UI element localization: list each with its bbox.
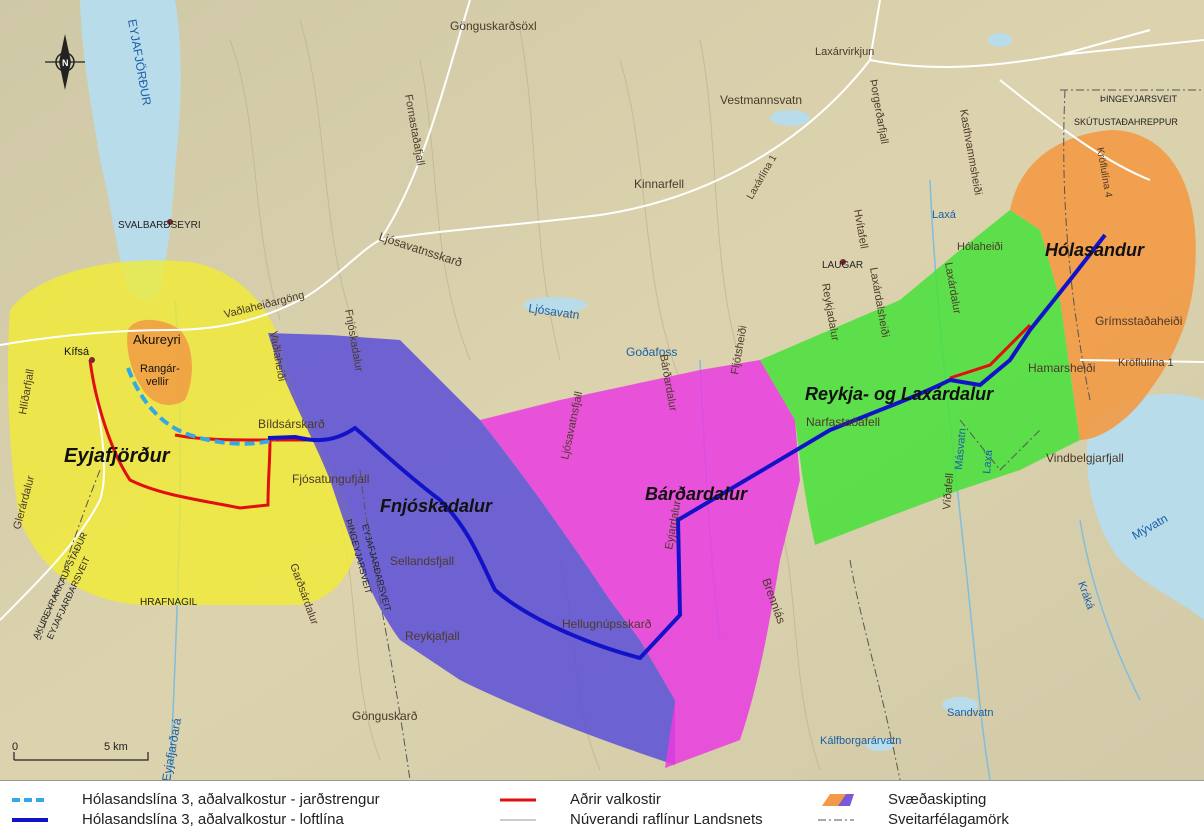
label-godafoss: Goðafoss	[626, 345, 677, 359]
legend-zoning-symbol	[818, 793, 854, 806]
label-laxa-top: Laxá	[932, 209, 957, 221]
existing-power-lines	[0, 0, 1204, 620]
legend-item-overhead: Hólasandslína 3, aðalvalkostur - loftlín…	[12, 809, 344, 829]
label-hamarsheidi: Hamarsheiði	[1028, 361, 1095, 375]
svg-text:N: N	[62, 58, 69, 68]
label-masvatn: Másvatn	[953, 428, 969, 470]
alternative-route-1[interactable]	[88, 359, 272, 510]
svalbardseyri-marker[interactable]	[167, 219, 173, 225]
label-rangarvellir-1: Rangár-	[140, 363, 180, 375]
label-vidafell: Víðafell	[941, 473, 956, 511]
myvatn-water	[1086, 394, 1204, 620]
label-gonguskardsoxl: Gönguskarðsöxl	[450, 19, 537, 33]
legend-item-alternatives: Aðrir valkostir	[500, 789, 661, 809]
legend-item-cable: Hólasandslína 3, aðalvalkostur - jarðstr…	[12, 789, 380, 809]
region-label-eyjafjordur: Eyjafjörður	[64, 445, 171, 467]
fjord-water	[80, 0, 181, 301]
legend-item-existing: Núverandi raflínur Landsnets	[500, 809, 763, 829]
zone-akureyri[interactable]	[127, 319, 192, 405]
legend-existing-label: Núverandi raflínur Landsnets	[570, 810, 763, 828]
region-label-fnjoskadalur: Fnjóskadalur	[380, 496, 493, 516]
laugar-marker[interactable]	[840, 259, 846, 265]
label-vestmannsvatn: Vestmannsvatn	[720, 93, 802, 107]
legend-overhead-symbol	[12, 813, 48, 825]
region-label-holasandur: Hólasandur	[1045, 240, 1145, 260]
label-reykjafjall: Reykjafjall	[405, 629, 460, 643]
zone-bardardalur[interactable]	[480, 360, 800, 768]
label-kroflulina1: Kröflulína 1	[1118, 357, 1174, 369]
zone-reykja[interactable]	[760, 210, 1080, 545]
kifsa-marker[interactable]	[89, 357, 95, 363]
legend-alternatives-label: Aðrir valkostir	[570, 790, 661, 808]
label-grimsstadaheidi: Grímsstaðaheiði	[1095, 314, 1182, 328]
north-arrow-icon: N	[45, 34, 85, 90]
kalfborgararvatn-water	[866, 739, 894, 751]
legend-boundary-label: Sveitarfélagamörk	[888, 810, 1009, 828]
label-sandvatn: Sandvatn	[947, 707, 993, 719]
label-narfastadafell: Narfastaðafell	[806, 415, 880, 429]
label-laxa-bottom: Laxá	[981, 449, 995, 475]
label-vindbelgjarfjall: Vindbelgjarfjall	[1046, 451, 1124, 465]
vestmannsvatn-water	[770, 110, 810, 126]
label-kifsa: Kífsá	[64, 346, 90, 358]
legend-overhead-label: Hólasandslína 3, aðalvalkostur - loftlín…	[82, 810, 344, 828]
legend-zoning-label: Svæðaskipting	[888, 790, 987, 808]
ljosavatn-water	[523, 297, 587, 313]
label-kalfborgararvatn: Kálfborgarárvatn	[820, 735, 901, 747]
sandvatn-water	[942, 697, 978, 713]
scale-bar: 0 5 km	[12, 741, 149, 761]
label-skutustadahreppur: SKÚTUSTAÐAHREPPUR	[1074, 117, 1178, 127]
region-label-bardardalur: Bárðardalur	[645, 484, 748, 504]
legend-existing-symbol	[500, 813, 536, 825]
label-hrafnagil: HRAFNAGIL	[140, 597, 198, 608]
legend-item-boundary: Sveitarfélagamörk	[818, 809, 1009, 829]
legend-boundary-symbol	[818, 813, 854, 825]
label-bildsarskard: Bíldsárskarð	[258, 417, 325, 431]
map-legend: Hólasandslína 3, aðalvalkostur - jarðstr…	[0, 780, 1204, 837]
main-route-cable[interactable]	[126, 367, 276, 446]
legend-cable-label: Hólasandslína 3, aðalvalkostur - jarðstr…	[82, 790, 380, 808]
zone-eyjafjordur[interactable]	[8, 260, 360, 605]
label-thingeyjarsveit-top: ÞINGEYJARSVEIT	[1100, 94, 1178, 104]
label-laxarvirkjun: Laxárvirkjun	[815, 46, 874, 58]
scale-label: 5 km	[104, 741, 128, 753]
label-sellandsfjall: Sellandsfjall	[390, 554, 454, 568]
zone-holasandur[interactable]	[1010, 130, 1196, 440]
legend-cable-symbol	[12, 793, 48, 805]
label-holaheidi: Hólaheiði	[957, 241, 1003, 253]
small-lake-1	[988, 33, 1012, 47]
scale-zero: 0	[12, 741, 18, 753]
label-fjosatungufjall: Fjósatungufjall	[292, 472, 369, 486]
label-rangarvellir-2: vellir	[146, 376, 169, 388]
municipal-boundaries	[39, 89, 1204, 781]
legend-item-zoning: Svæðaskipting	[818, 789, 986, 809]
map-canvas[interactable]: N 0 5 km Eyjafjörður Fnjóskadalur Bárðar…	[0, 0, 1204, 783]
main-route-overhead[interactable]	[267, 233, 1107, 661]
label-gonguskard: Gönguskarð	[352, 709, 418, 723]
label-kinnarfell: Kinnarfell	[634, 177, 684, 191]
label-hellugnupsskard: Hellugnúpsskarð	[562, 617, 652, 631]
legend-alternatives-symbol	[500, 793, 536, 805]
label-akureyri: Akureyri	[133, 332, 181, 347]
label-laugar: LAUGAR	[822, 260, 863, 271]
alternative-route-3[interactable]	[949, 323, 1032, 380]
region-label-reykja: Reykja- og Laxárdalur	[805, 384, 994, 404]
label-svalbardseyri: SVALBARÐSEYRI	[118, 220, 201, 231]
